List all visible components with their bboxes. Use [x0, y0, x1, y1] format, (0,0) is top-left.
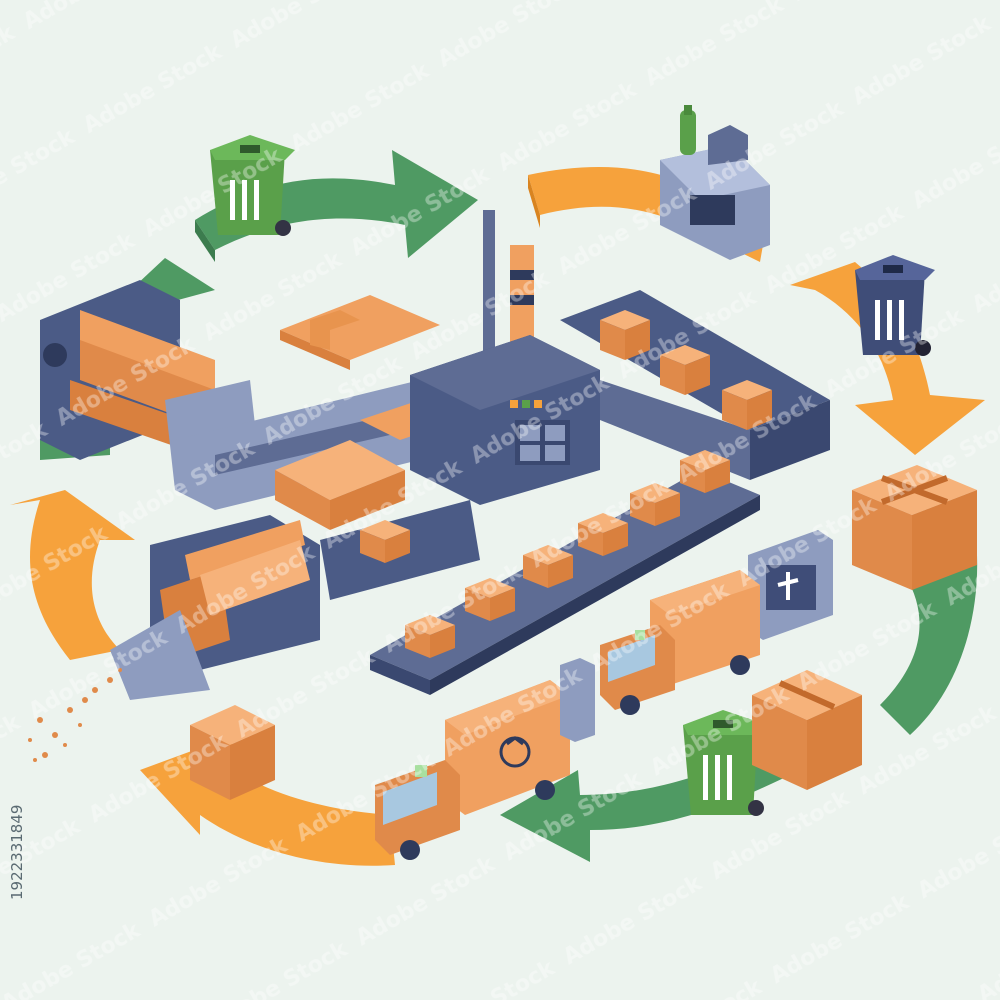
stock-id: 1922331849 [8, 805, 26, 900]
